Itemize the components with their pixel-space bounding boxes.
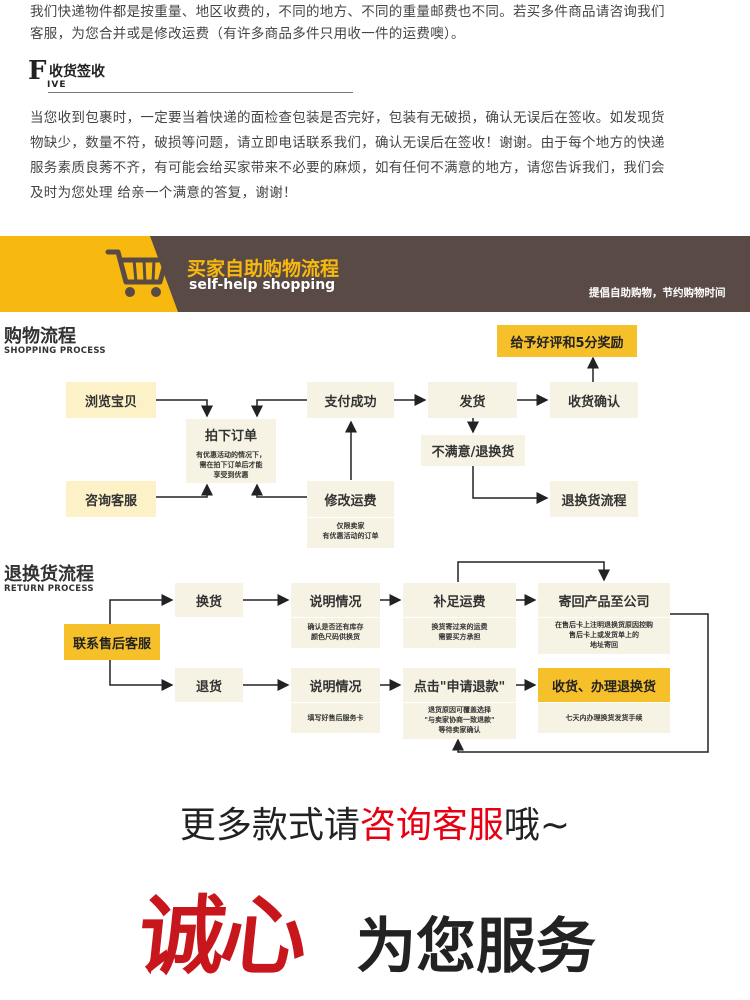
banner-slogan: 提倡自助购物，节约购物时间 (589, 287, 726, 299)
shipping-line-2: 客服，为您合并或是修改运费（有许多商品多件只用收一件的运费噢）。 (30, 26, 465, 42)
return-section-subtitle: RETURN PROCESS (4, 584, 94, 594)
return-section-title: 退换货流程 (4, 564, 94, 585)
receive-process-box: 收货、办理退换货 (538, 668, 670, 702)
modify-note-box (307, 518, 394, 548)
serve-text: 为您服务 (356, 912, 596, 982)
consult-box: 咨询客服 (66, 481, 156, 517)
receipt-line-4: 及时为您处理 给亲一个满意的答复，谢谢！ (30, 185, 297, 201)
unsatisfied-box: 不满意/退换货 (421, 435, 525, 466)
pay-diff-box: 补足运费 (403, 583, 516, 617)
explain2-note: 填写好售后服务卡 (307, 714, 364, 722)
receipt-line-1: 当您收到包裹时，一定要当着快递的面检查包装是否完好，包装有无破损，确认无误后在签… (30, 110, 665, 126)
confirm-box: 收货确认 (550, 382, 638, 418)
section-letter: F (28, 56, 47, 86)
order-label: 拍下订单 (204, 429, 257, 444)
modify-note: 仅限卖家 有优惠活动的订单 (322, 522, 379, 540)
explain1-note-box (291, 618, 380, 648)
order-note: 有优惠活动的情况下， 需在拍下订单后才能 享受到优惠 (196, 451, 266, 479)
pay-box: 支付成功 (307, 382, 394, 418)
return-flow-box: 退换货流程 (550, 481, 638, 517)
order-box: 拍下订单 (186, 419, 276, 483)
receive-note: 七天内办理换货发货手续 (565, 714, 643, 722)
reward-box: 给予好评和5分奖励 (497, 325, 637, 357)
apply-note-box (403, 703, 516, 739)
banner-subtitle: self-help shopping (189, 277, 336, 293)
more-prefix: 更多款式请 (179, 805, 360, 846)
sincere-text: 诚心 (133, 887, 309, 987)
section-subtitle: IVE (47, 80, 67, 90)
explain1-box: 说明情况 (291, 583, 380, 617)
apply-note: 退货原因可覆盖选择 "与卖家协商一致退款" 等待卖家确认 (424, 706, 495, 734)
pay-diff-note-box (403, 618, 516, 648)
send-back-note: 在售后卡上注明退换货原因控购 售后卡上或发货单上的 地址寄回 (555, 621, 653, 649)
receipt-line-2: 物缺少，数量不符，破损等问题，请立即电话联系我们，确认无误后在签收！谢谢。由于每… (30, 135, 665, 151)
send-back-box: 寄回产品至公司 (538, 583, 670, 617)
ship-box: 发货 (428, 382, 517, 418)
section-divider (48, 92, 353, 93)
modify-box: 修改运费 (307, 481, 394, 517)
apply-refund-box: 点击"申请退款" (403, 668, 516, 702)
explain1-note: 确认是否还有库存 颜色尺码供换货 (307, 623, 364, 641)
pay-diff-note: 换货寄过来的运费 需要买方承担 (431, 623, 488, 641)
send-back-note-box (538, 618, 670, 654)
section-title: 收货签收 (49, 64, 105, 80)
browse-box: 浏览宝贝 (66, 382, 156, 418)
more-styles-text: 更多款式请咨询客服哦~ (0, 796, 750, 848)
cart-icon (105, 249, 169, 297)
receive-note-box (538, 703, 670, 733)
exchange-box: 换货 (175, 583, 243, 617)
explain2-box: 说明情况 (291, 668, 380, 702)
explain2-note-box (291, 703, 380, 733)
shopping-section-title: 购物流程 (4, 326, 76, 347)
more-suffix: 哦~ (503, 805, 571, 846)
contact-service-box: 联系售后客服 (64, 624, 160, 660)
more-highlight: 咨询客服 (359, 805, 504, 846)
shipping-line-1: 我们快递物件都是按重量、地区收费的，不同的地方、不同的重量邮费也不同。若买多件商… (30, 4, 665, 20)
receipt-line-3: 服务素质良莠不齐，有可能会给买家带来不必要的麻烦，如有任何不满意的地方，请您告诉… (30, 160, 665, 176)
banner-title: 买家自助购物流程 (187, 258, 340, 280)
refund-box: 退货 (175, 668, 243, 702)
shopping-section-subtitle: SHOPPING PROCESS (4, 346, 106, 356)
